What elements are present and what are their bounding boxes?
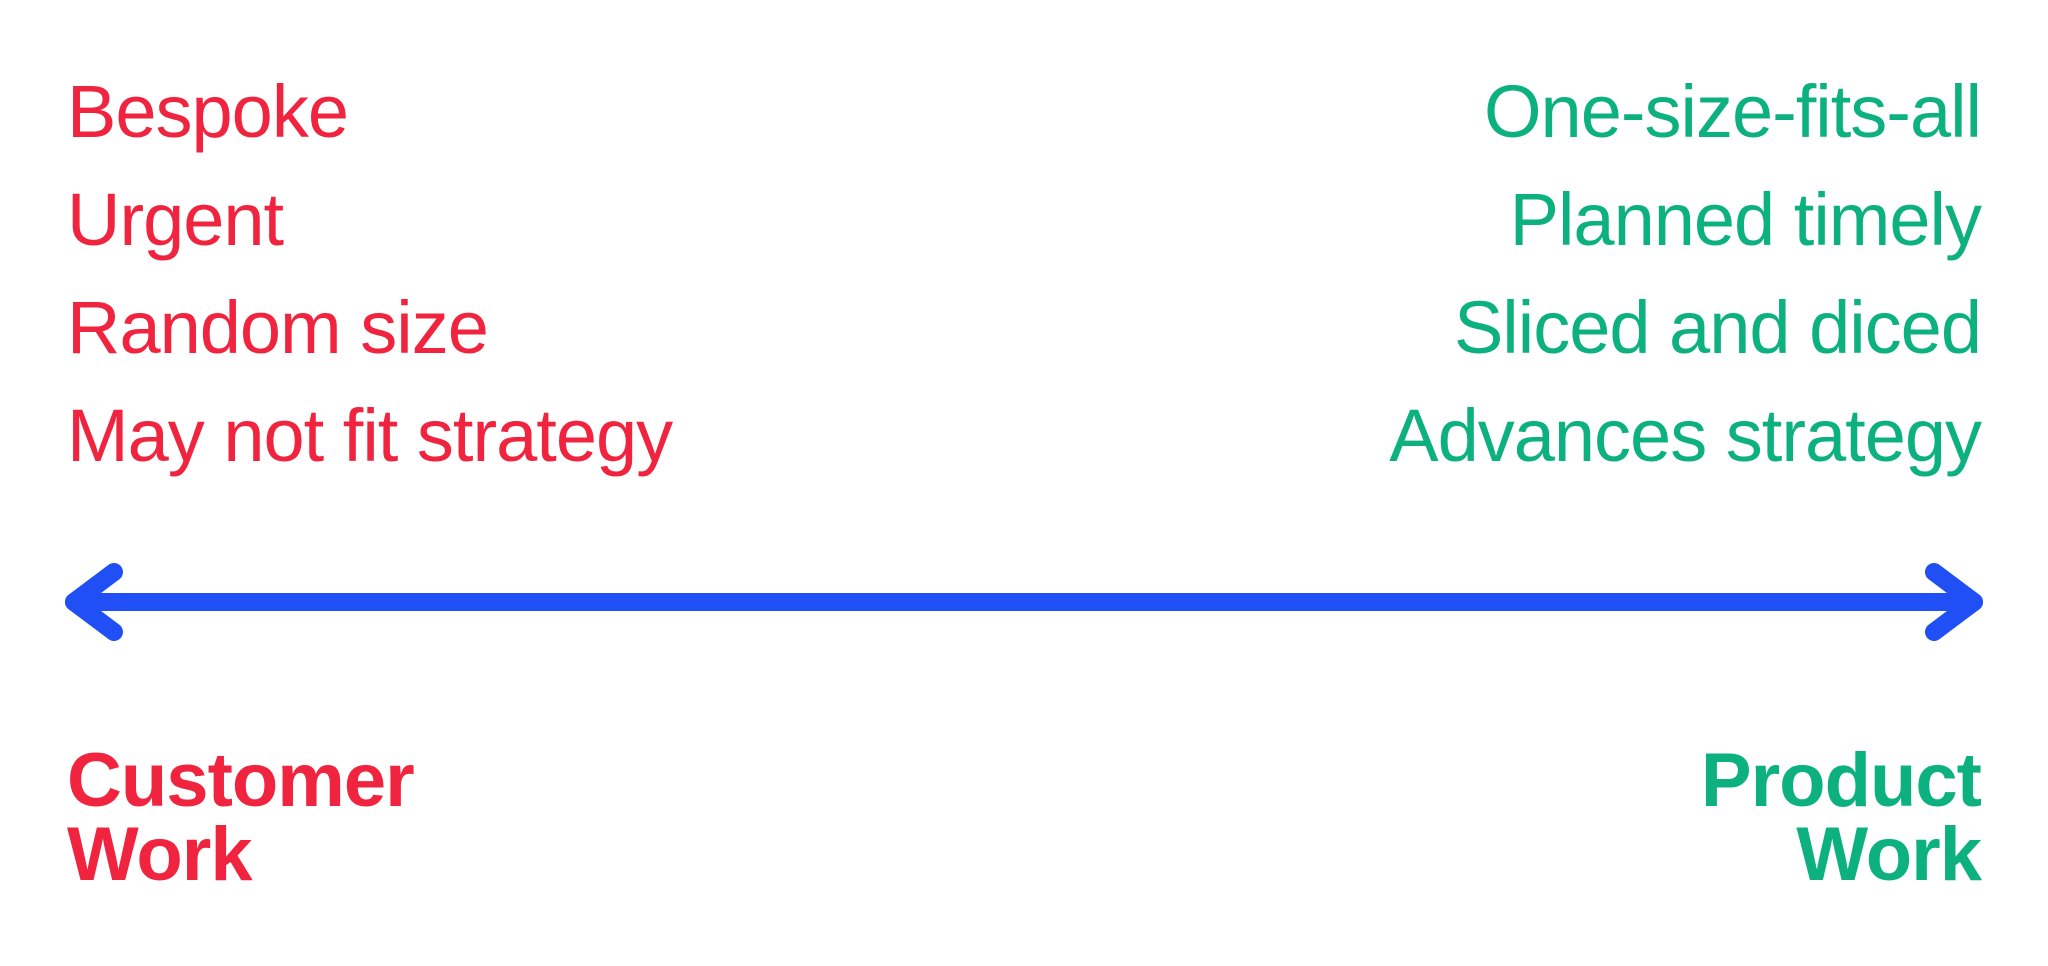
customer-traits-list: Bespoke Urgent Random size May not fit s… [67,58,673,490]
customer-trait: Bespoke [67,70,349,153]
customer-trait: Urgent [67,178,284,261]
product-work-label: Product Work [1700,738,1982,897]
customer-work-label: Customer Work [67,738,415,897]
product-trait: Advances strategy [1389,394,1982,477]
product-trait: Planned timely [1509,178,1982,261]
customer-work-label-line: Customer [67,738,415,823]
product-trait: One-size-fits-all [1484,70,1982,153]
product-traits-list: One-size-fits-all Planned timely Sliced … [1389,58,1982,490]
customer-trait: Random size [67,286,489,369]
customer-trait: May not fit strategy [67,394,673,477]
arrowhead-right [1925,563,1983,641]
product-trait: Sliced and diced [1453,286,1982,369]
arrowhead-left [65,563,123,641]
customer-work-label-line: Work [67,812,253,897]
product-work-label-line: Product [1700,738,1982,823]
product-work-label-line: Work [1796,812,1982,897]
double-headed-arrow-icon [65,563,1983,641]
